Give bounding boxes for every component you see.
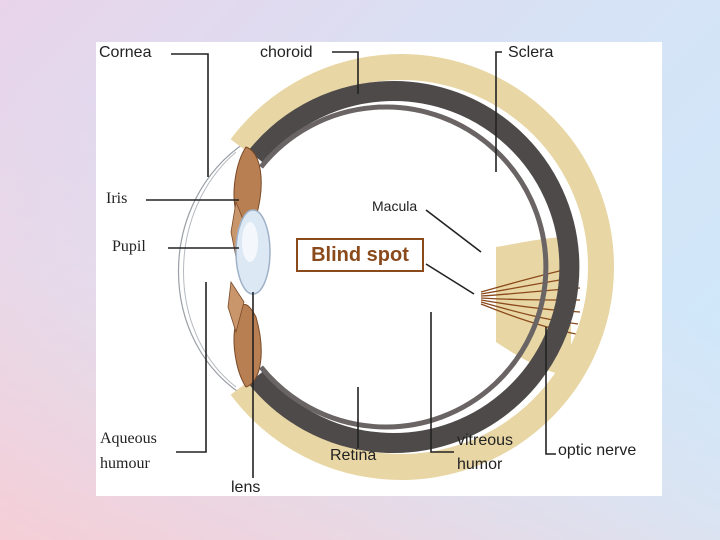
label-iris: Iris xyxy=(106,190,128,207)
label-optic-nerve: optic nerve xyxy=(558,442,637,459)
label-sclera: Sclera xyxy=(508,44,554,61)
label-cornea: Cornea xyxy=(99,44,152,61)
label-macula: Macula xyxy=(372,198,418,214)
retina xyxy=(259,104,549,430)
label-blind-spot: Blind spot xyxy=(296,238,424,272)
label-lens: lens xyxy=(231,479,261,496)
label-aqueous-line1: Aqueous xyxy=(100,430,157,447)
ciliary-left-2 xyxy=(227,280,245,334)
iris-lower xyxy=(233,304,262,388)
label-choroid: choroid xyxy=(260,44,313,61)
cornea-outline xyxy=(178,141,247,398)
label-vitreous-line2: humor xyxy=(457,456,503,473)
sclera xyxy=(230,54,614,480)
label-retina: Retina xyxy=(330,447,377,464)
choroid xyxy=(248,81,580,453)
eye-diagram-panel: Cornea choroid Sclera Iris Pupil Macula … xyxy=(96,42,662,496)
label-aqueous-line2: humour xyxy=(100,455,150,472)
eye-diagram xyxy=(146,51,614,480)
leader-lines xyxy=(146,51,556,478)
label-vitreous-line1: vitreous xyxy=(457,432,514,449)
aqueous-outline xyxy=(183,151,237,388)
lens-highlight xyxy=(242,222,258,262)
label-pupil: Pupil xyxy=(112,238,146,255)
